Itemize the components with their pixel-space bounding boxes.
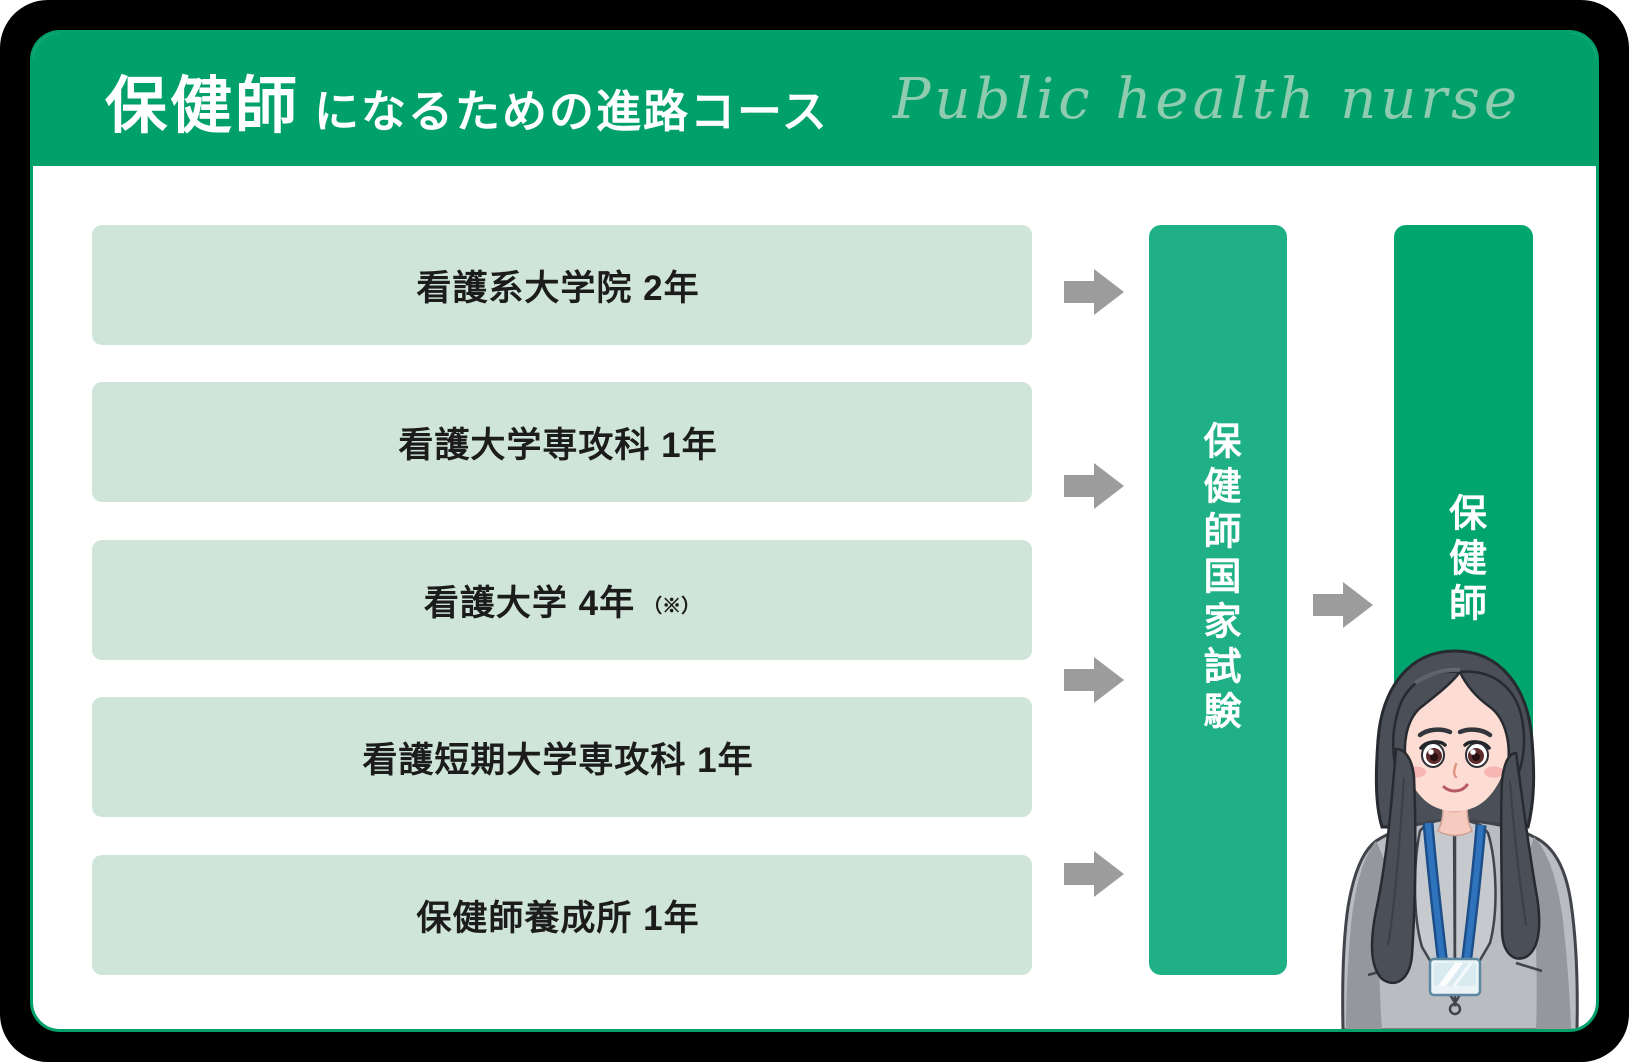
header: 保健師 になるための進路コース Public health nurse xyxy=(33,33,1596,166)
block-arrow-right-icon xyxy=(1064,851,1124,897)
page-title: 保健師 になるための進路コース xyxy=(105,55,829,145)
eyebrow xyxy=(1417,727,1453,738)
block-arrow-right-icon xyxy=(1064,463,1124,509)
course-box-graduate-school: 看護系大学院 2年 xyxy=(92,225,1032,345)
course-box-university: 看護大学 4年 （※） xyxy=(92,540,1032,660)
face-features xyxy=(1406,727,1504,793)
mouth xyxy=(1442,783,1469,793)
title-rest: になるための進路コース xyxy=(314,85,829,137)
block-arrow-right-icon xyxy=(1064,657,1124,703)
title-main: 保健師 xyxy=(105,71,301,141)
exam-bar: 保健師国家試験 xyxy=(1149,225,1287,975)
eye xyxy=(1463,740,1491,768)
course-note: （※） xyxy=(643,595,701,617)
nurse-illustration xyxy=(1341,649,1579,1029)
block-arrow-right-icon xyxy=(1313,582,1373,628)
course-label: 看護系大学院 2年 xyxy=(416,268,700,308)
id-badge xyxy=(1428,957,1482,997)
nose xyxy=(1452,762,1458,779)
button xyxy=(1448,1002,1462,1016)
exam-bar-label: 保健師国家試験 xyxy=(1197,420,1239,736)
course-box-university-advanced: 看護大学専攻科 1年 xyxy=(92,382,1032,502)
eyebrow xyxy=(1457,727,1493,738)
course-label: 看護大学専攻科 1年 xyxy=(398,425,718,465)
course-label: 保健師養成所 1年 xyxy=(416,898,700,938)
hair-front xyxy=(1370,667,1541,985)
card: 保健師 になるための進路コース Public health nurse 看護系大… xyxy=(30,30,1599,1032)
course-label: 看護大学 4年 xyxy=(423,583,636,623)
eye xyxy=(1419,740,1447,768)
blush xyxy=(1484,766,1504,778)
subtitle-english: Public health nurse xyxy=(892,67,1522,132)
block-arrow-right-icon xyxy=(1064,269,1124,315)
result-bar-label: 保健師 xyxy=(1442,493,1485,628)
course-box-junior-college-advanced: 看護短期大学専攻科 1年 xyxy=(92,697,1032,817)
course-label: 看護短期大学専攻科 1年 xyxy=(362,740,754,780)
course-box-training-school: 保健師養成所 1年 xyxy=(92,855,1032,975)
lanyard xyxy=(1422,822,1487,966)
